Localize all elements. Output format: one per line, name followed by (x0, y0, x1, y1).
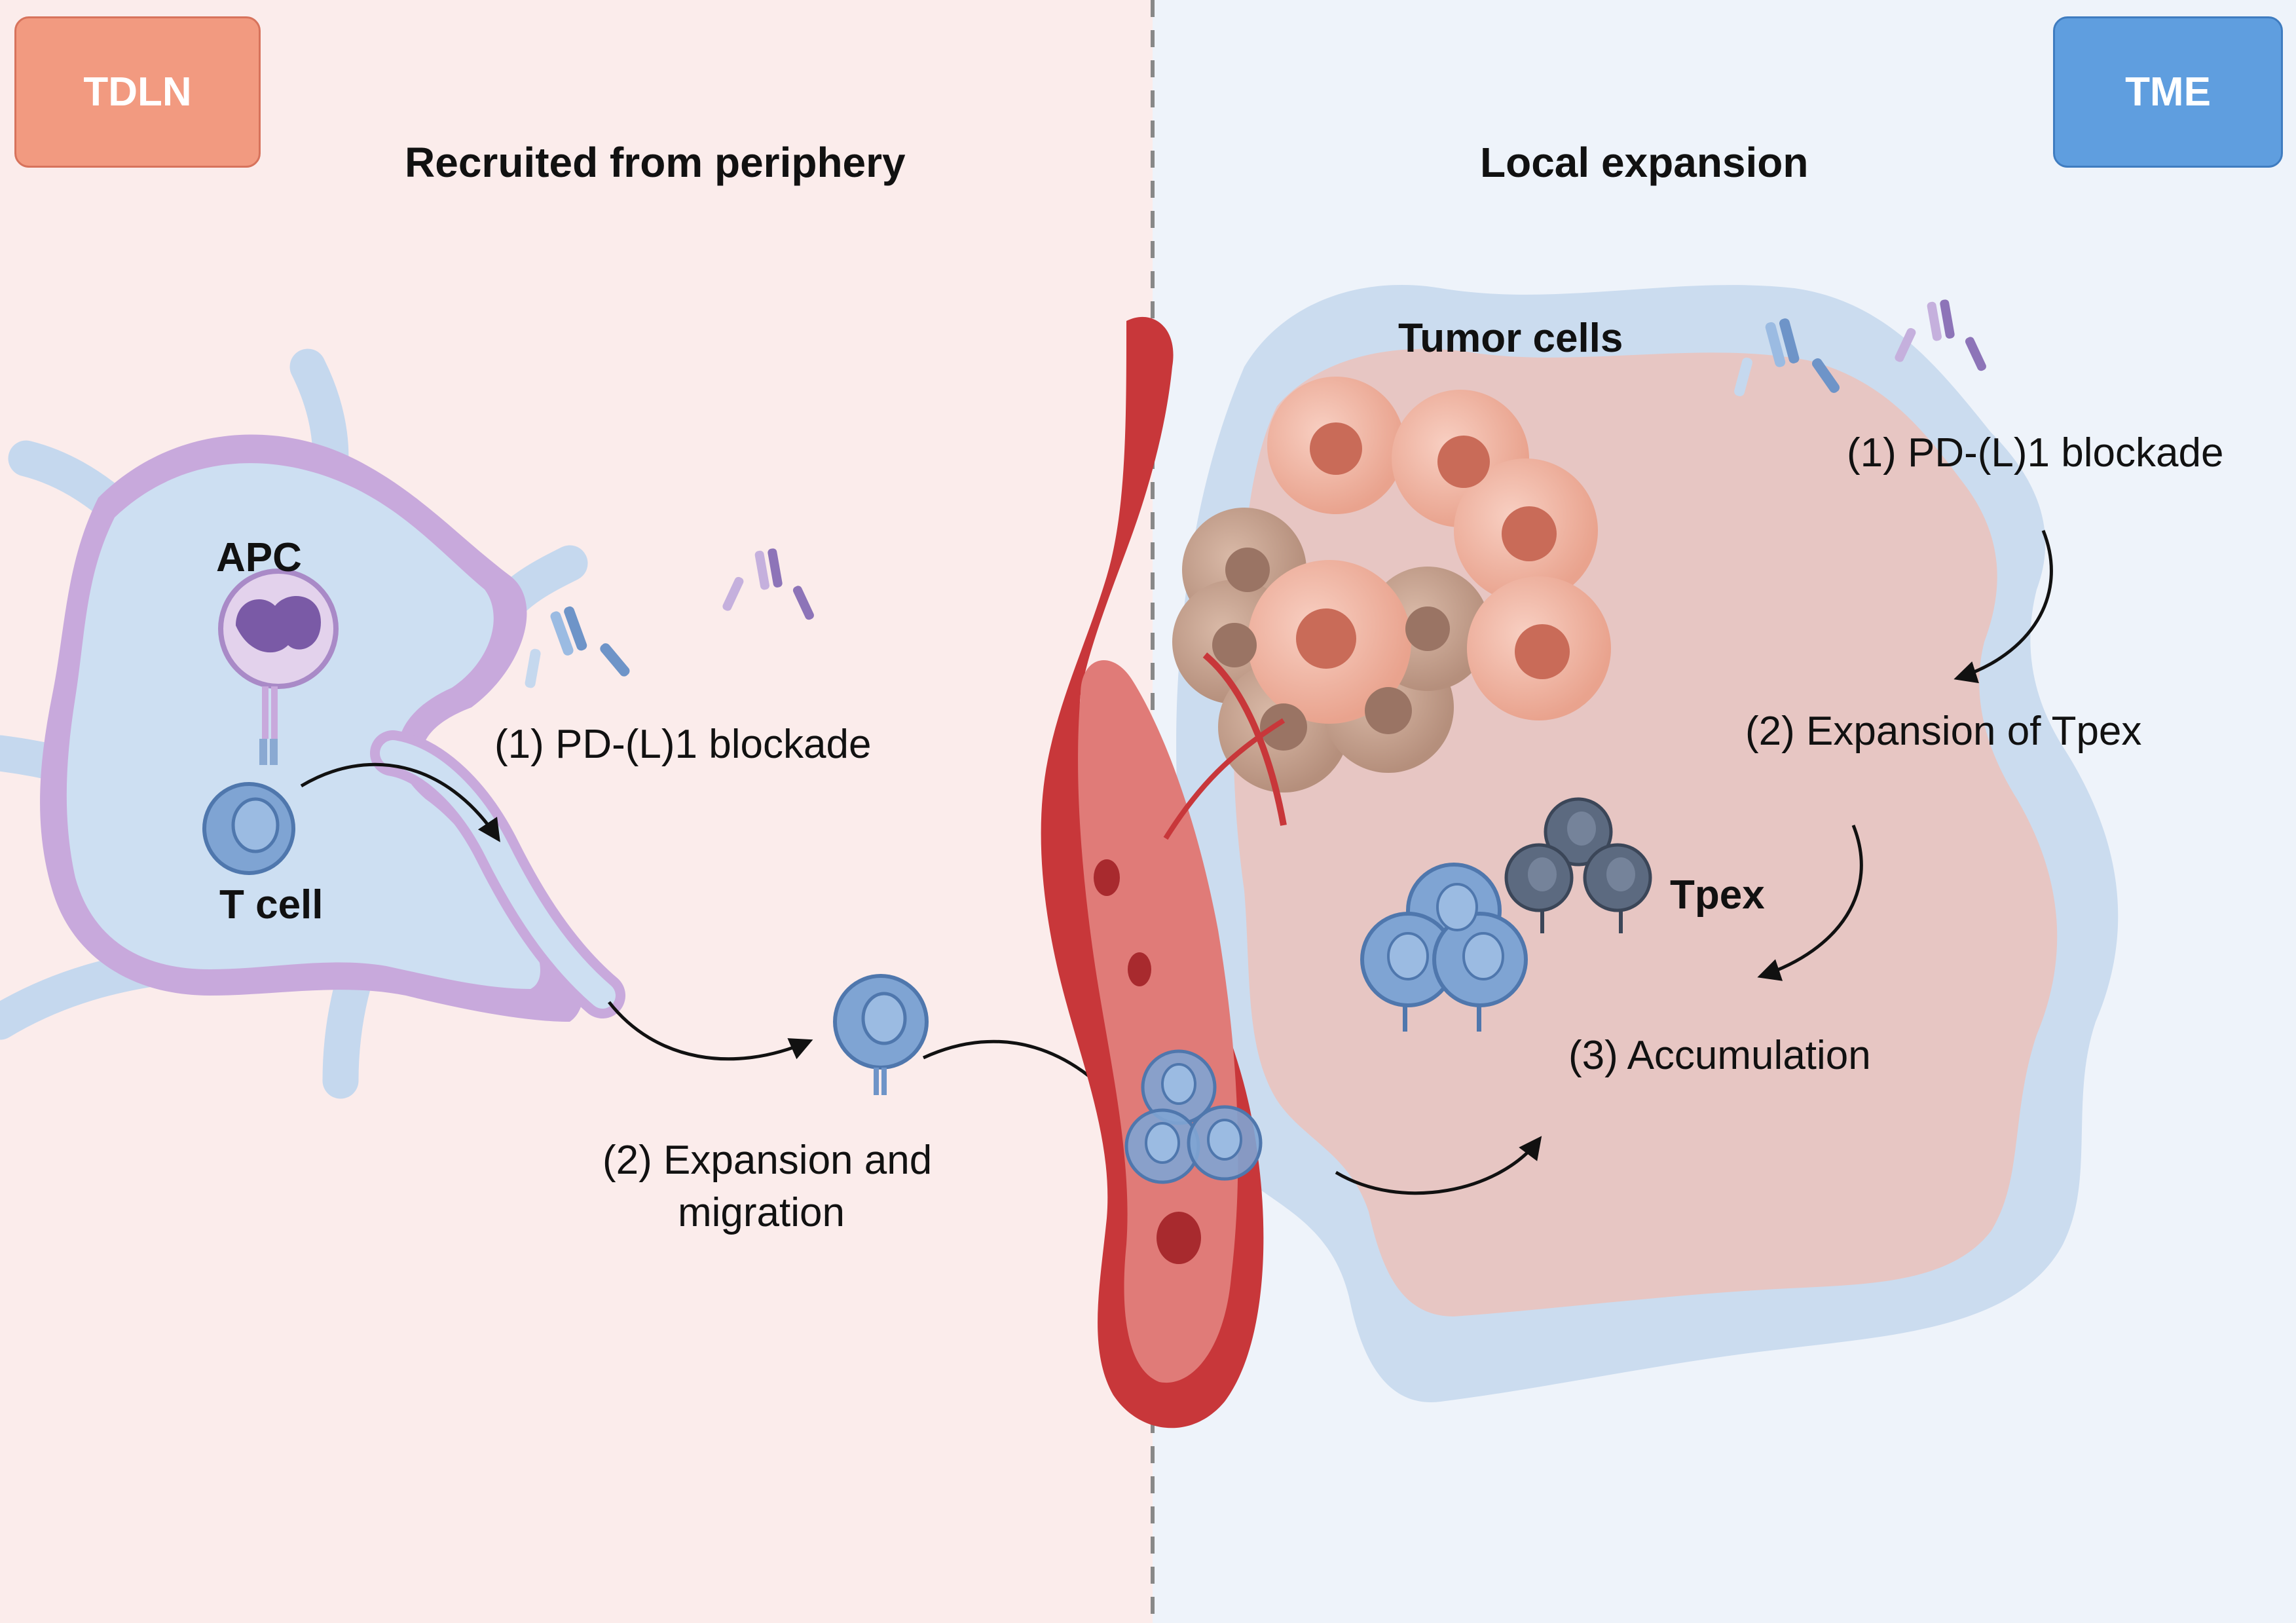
tme-badge: TME (2053, 16, 2283, 168)
antibody-blue-left (525, 606, 630, 688)
antibody-purple-left (722, 548, 814, 620)
antibody-purple-right (1895, 299, 1986, 371)
tme-region (1176, 285, 2119, 1402)
tpex-cells (1504, 797, 1652, 933)
migrating-t-cell (833, 974, 929, 1095)
apc-tcell-synapse (259, 686, 278, 765)
tumor-cells-label: Tumor cells (1398, 316, 1623, 361)
arrow-vessel-to-accumulation (1335, 1136, 1542, 1195)
left-step2-label-line1: (2) Expansion and (602, 1138, 933, 1183)
arrow-apc-to-vessel (300, 762, 500, 842)
expanded-t-cells (1360, 863, 1528, 1032)
arrow-node-to-tcell (608, 1001, 813, 1061)
right-step3-label: (3) Accumulation (1568, 1033, 1871, 1078)
left-heading: Recruited from periphery (405, 139, 906, 186)
tumor-cell-cluster (1172, 377, 1611, 793)
right-step1-label: (1) PD-(L)1 blockade (1847, 430, 2224, 476)
antibody-blue-right (1734, 318, 1840, 396)
arrow-expansion-to-accumulation (1757, 825, 1863, 981)
tpex-label: Tpex (1670, 872, 1765, 918)
tdln-badge: TDLN (14, 16, 261, 168)
t-cells-in-vessel (1124, 1049, 1263, 1184)
naive-t-cell (202, 782, 295, 875)
apc-cell (218, 569, 339, 689)
left-step2-label-line2: migration (678, 1190, 845, 1235)
left-step1-label: (1) PD-(L)1 blockade (494, 722, 872, 767)
apc-dendritic-body (0, 348, 625, 1099)
arrow-blockade-to-expansion (1953, 530, 2053, 684)
t-cell-label: T cell (219, 882, 324, 927)
right-step2-label: (2) Expansion of Tpex (1745, 709, 2142, 754)
apc-label: APC (216, 535, 302, 580)
right-heading: Local expansion (1480, 139, 1809, 186)
